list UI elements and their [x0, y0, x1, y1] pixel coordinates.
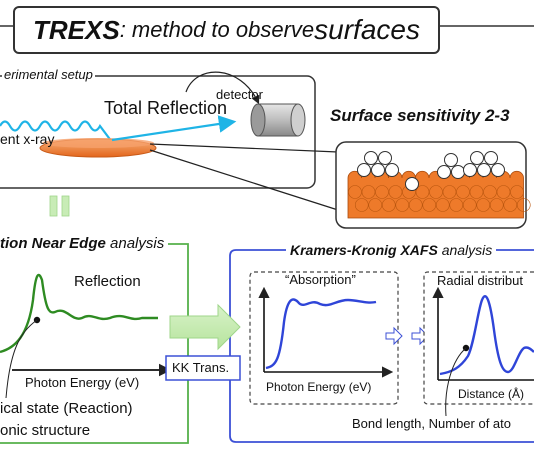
substrate-atom [469, 185, 484, 199]
chemical-state-label: ical state (Reaction) [0, 400, 133, 417]
total-reflection-label: Total Reflection [104, 98, 228, 118]
small-arrow-1 [385, 326, 403, 346]
substrate-atom [449, 198, 464, 212]
xanes-header-bold: tion Near Edge [0, 235, 106, 252]
title-middle: : method to observe [119, 17, 315, 42]
substrate-atom [510, 185, 524, 199]
radial-label: Radial distribut [434, 274, 526, 287]
substrate-atom [348, 185, 362, 199]
substrate-atom [483, 185, 497, 199]
absorption-curve [265, 298, 377, 370]
substrate-atom [503, 198, 518, 212]
substrate-layer [347, 170, 524, 219]
adsorbed-atom [364, 151, 378, 165]
substrate-atom [516, 198, 531, 212]
reflection-label: Reflection [74, 273, 141, 290]
radial-pointer [445, 347, 467, 417]
adsorbed-atom [470, 151, 484, 165]
substrate-atom [354, 198, 369, 212]
substrate-atom [456, 185, 470, 199]
adsorbed-atom [491, 163, 505, 177]
distance-label: Distance (Å) [458, 387, 525, 401]
surface-sensitivity-label: Surface sensitivity 2-3 [330, 106, 510, 125]
adsorbed-atom [477, 163, 491, 177]
substrate-atom [489, 198, 504, 212]
kk-header: Kramers-Kronig XAFS analysis [286, 242, 497, 258]
radial-curve [439, 295, 534, 376]
kk-photon-energy-label: Photon Energy (eV) [266, 380, 372, 394]
transform-arrow [169, 303, 241, 351]
adsorbed-atom [463, 163, 477, 177]
zoom-line-top [149, 143, 339, 153]
substrate-atom [496, 185, 511, 199]
substrate-atom [408, 198, 423, 212]
equals-bar-left [49, 195, 58, 217]
detector-icon [250, 103, 306, 137]
kk-header-rest: analysis [437, 242, 493, 258]
xanes-photon-energy-label: Photon Energy (eV) [25, 375, 140, 390]
radial-box [423, 271, 534, 405]
substrate-atom [381, 198, 396, 212]
adsorbed-atom [444, 153, 458, 167]
adsorbed-atom [371, 163, 385, 177]
substrate-atom [429, 185, 443, 199]
xanes-pointer [5, 319, 38, 399]
setup-label: erimental setup [2, 67, 95, 82]
xanes-header: tion Near Edge analysis [0, 235, 169, 252]
substrate-atom [361, 185, 376, 199]
substrate-atom [422, 198, 437, 212]
substrate-atom [442, 185, 457, 199]
detector-pointer [185, 71, 260, 105]
equals-bar-right [61, 195, 70, 217]
bond-length-label: Bond length, Number of ato [352, 416, 511, 431]
setup-box [0, 75, 316, 189]
title-surfaces: surfaces [314, 14, 420, 45]
zoom-line-bottom [149, 149, 339, 211]
surface-atoms [347, 151, 531, 219]
kk-box [229, 249, 534, 443]
adsorbed-atom [451, 165, 465, 179]
substrate-atom [368, 198, 383, 212]
kk-header-bold: Kramers-Kronig XAFS [290, 242, 438, 258]
reflected-beam [111, 115, 237, 142]
substrate-atom [476, 198, 491, 212]
substrate-atom [395, 198, 410, 212]
substrate-atom [388, 185, 403, 199]
adsorbed-atom [484, 151, 498, 165]
substrate-atom [415, 185, 430, 199]
adsorbed-atom [357, 163, 371, 177]
incident-xray-label: ent x-ray [0, 131, 55, 147]
adsorbed-atom [405, 177, 419, 191]
page-title: TREXS : method to observe surfaces [13, 6, 440, 54]
adsorbed-atom [437, 165, 451, 179]
reflection-curve [0, 273, 158, 354]
kk-trans-label: KK Trans. [172, 360, 230, 375]
substrate-atom [462, 198, 477, 212]
electronic-structure-label: onic structure [0, 422, 91, 439]
detector-label: detector [216, 87, 263, 102]
title-bold: TREXS [33, 14, 120, 45]
adsorbed-atom [385, 163, 399, 177]
absorption-label: “Absorption” [282, 273, 359, 286]
substrate-atom [435, 198, 450, 212]
xanes-header-rest: analysis [105, 235, 165, 252]
kk-trans-box [165, 355, 241, 381]
substrate-atom [375, 185, 389, 199]
adsorbed-atom [378, 151, 392, 165]
incident-xray-wave [0, 120, 113, 143]
